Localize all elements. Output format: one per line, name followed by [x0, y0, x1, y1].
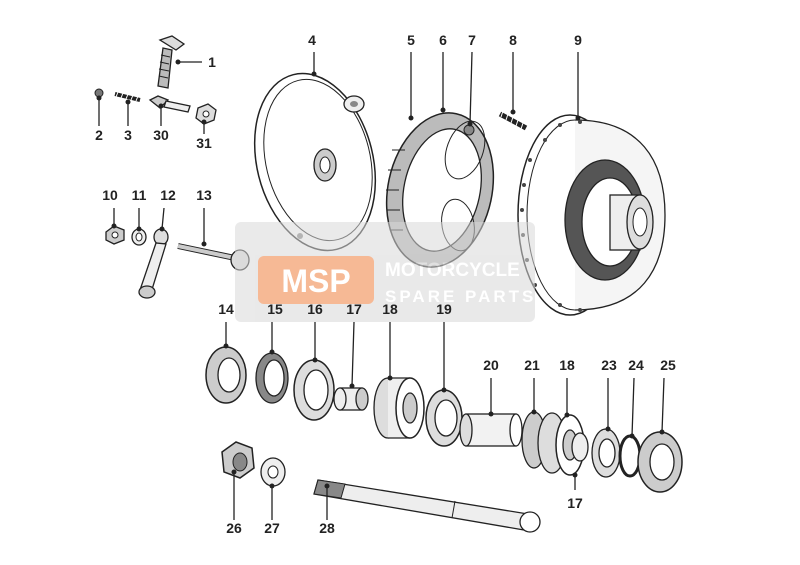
watermark-line2: SPARE PARTS [385, 287, 536, 306]
leader-dot-p31 [201, 119, 207, 125]
part-label-p6: 6 [439, 32, 447, 48]
seal-25 [637, 431, 683, 493]
brake-cover-plate [253, 72, 377, 252]
leader-line-p7 [469, 51, 473, 125]
nut-small [195, 103, 217, 125]
part-label-p17b: 17 [567, 495, 583, 511]
leader-dot-p21 [531, 409, 537, 415]
wheel-hub [517, 114, 666, 316]
leader-dot-p6 [440, 107, 446, 113]
leader-dot-p15 [269, 349, 275, 355]
leader-dot-p23 [605, 426, 611, 432]
watermark-badge-text: MSP [281, 263, 350, 299]
leader-dot-p27 [269, 483, 275, 489]
leader-dot-p18a [387, 375, 393, 381]
return-spring [498, 110, 528, 131]
part-label-p20: 20 [483, 357, 499, 373]
leader-dot-p16 [312, 357, 318, 363]
leader-dot-p1 [175, 59, 181, 65]
leader-dot-p24 [629, 433, 635, 439]
part-label-p23: 23 [601, 357, 617, 373]
part-label-p14: 14 [218, 301, 234, 317]
spacer-17a [333, 387, 369, 411]
part-label-p11: 11 [132, 187, 147, 203]
seal-14 [205, 346, 247, 404]
leader-dot-p12 [159, 226, 165, 232]
leader-dot-p25 [659, 429, 665, 435]
leader-line-p17a [351, 321, 355, 387]
leader-dot-p9 [575, 115, 581, 121]
part-label-p21: 21 [524, 357, 540, 373]
part-label-p25: 25 [660, 357, 676, 373]
spacer-tube-20 [459, 413, 523, 447]
leader-dot-p8 [510, 109, 516, 115]
leader-dot-p3 [125, 99, 131, 105]
axle-28 [313, 479, 541, 533]
leader-dot-p17b [572, 472, 578, 478]
bearing-18a [373, 377, 425, 439]
washer-16 [293, 359, 335, 421]
leader-dot-p28 [324, 483, 330, 489]
watermark-badge [258, 256, 374, 304]
part-label-p1: 1 [208, 54, 216, 70]
part-label-p26: 26 [226, 520, 242, 536]
part-label-p18b: 18 [559, 357, 575, 373]
part-label-p19: 19 [436, 301, 452, 317]
leader-dot-p17a [349, 383, 355, 389]
washer-23 [591, 428, 621, 478]
leader-dot-p19 [441, 387, 447, 393]
part-label-p9: 9 [574, 32, 582, 48]
part-label-p15: 15 [267, 301, 283, 317]
part-label-p27: 27 [264, 520, 280, 536]
part-label-p16: 16 [307, 301, 323, 317]
pin-stud [148, 95, 191, 113]
part-label-p5: 5 [407, 32, 415, 48]
nut-10 [105, 225, 125, 245]
part-label-p18a: 18 [382, 301, 398, 317]
part-label-p31: 31 [196, 135, 212, 151]
part-label-p28: 28 [319, 520, 335, 536]
part-label-p12: 12 [160, 187, 176, 203]
leader-dot-p5 [408, 115, 414, 121]
part-label-p24: 24 [628, 357, 644, 373]
leader-dot-p30 [158, 103, 164, 109]
leader-line-p12 [161, 207, 165, 230]
leader-dot-p7 [467, 121, 473, 127]
part-label-p10: 10 [102, 187, 118, 203]
leader-dot-p18b [564, 412, 570, 418]
part-label-p2: 2 [95, 127, 103, 143]
leader-dot-p20 [488, 411, 494, 417]
leader-dot-p2 [96, 95, 102, 101]
washer-19 [425, 389, 463, 447]
axle-nut-26 [221, 441, 255, 479]
leader-dot-p11 [136, 226, 142, 232]
washer-27 [260, 457, 286, 487]
leader-dot-p13 [201, 241, 207, 247]
leader-dot-p26 [231, 469, 237, 475]
part-label-p17a: 17 [346, 301, 362, 317]
ring-15 [255, 352, 289, 404]
part-label-p3: 3 [124, 127, 132, 143]
part-label-p13: 13 [196, 187, 212, 203]
leader-dot-p10 [111, 223, 117, 229]
part-label-p4: 4 [308, 32, 316, 48]
part-label-p7: 7 [468, 32, 476, 48]
part-label-p8: 8 [509, 32, 517, 48]
leader-dot-p14 [223, 343, 229, 349]
leader-line-p25 [661, 377, 665, 433]
circlip-24 [618, 434, 642, 478]
leader-dot-p4 [311, 71, 317, 77]
spring-small [114, 91, 141, 102]
part-label-p30: 30 [153, 127, 169, 143]
brake-lever-12 [138, 228, 169, 299]
bearing-18b [537, 412, 589, 476]
watermark: MSP MOTORCYCLE SPARE PARTS [235, 222, 536, 322]
adjusting-screw [157, 35, 186, 89]
washer-11 [131, 228, 147, 246]
leader-line-p24 [631, 377, 635, 437]
watermark-line1: MOTORCYCLE [385, 260, 520, 281]
